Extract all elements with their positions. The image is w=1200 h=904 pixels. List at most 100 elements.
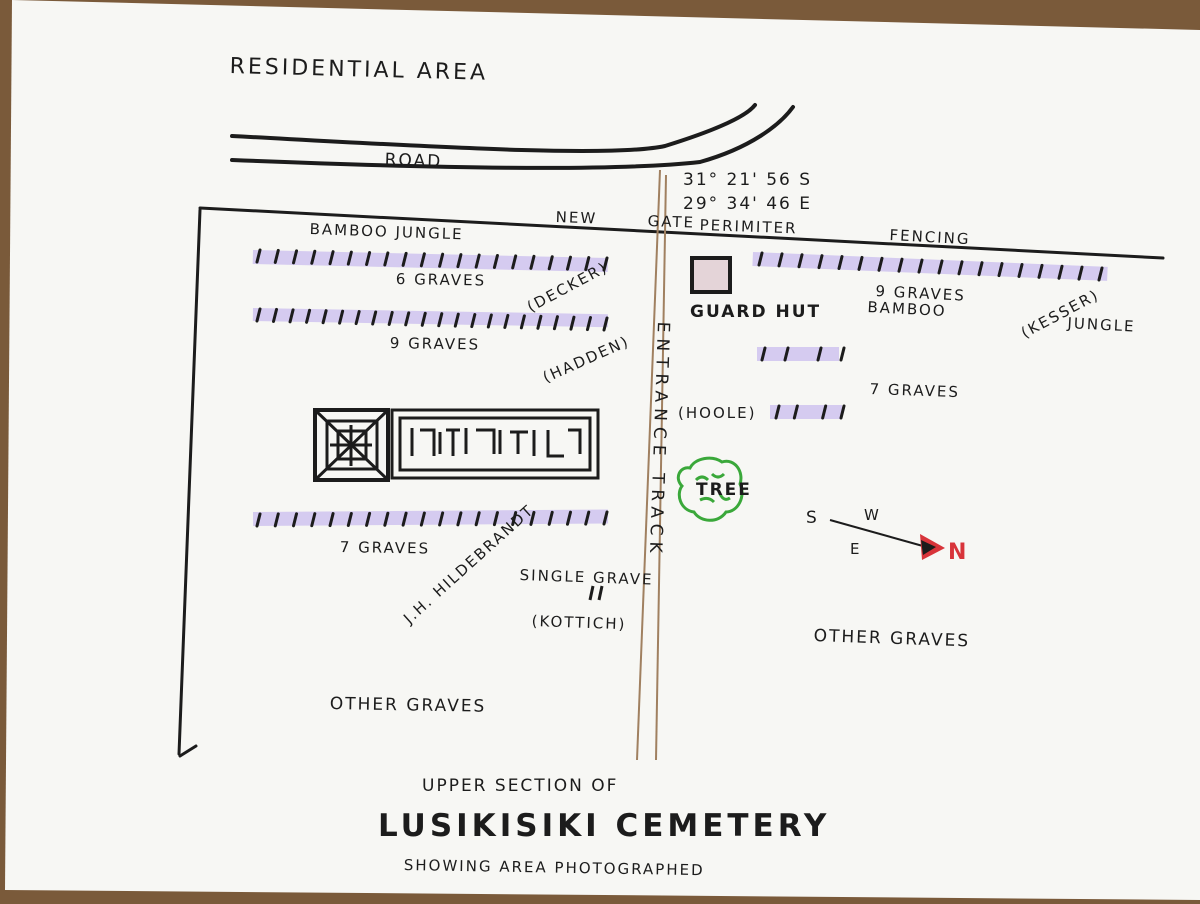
grave-mark	[419, 511, 426, 527]
grave-mark	[1017, 262, 1024, 278]
grave-mark	[585, 316, 592, 332]
grave-mark	[438, 511, 445, 527]
seven-graves-right-label: 7 GRAVES	[869, 380, 961, 402]
grave-mark	[383, 511, 390, 527]
grave-mark	[529, 510, 536, 526]
grave-mark	[839, 404, 846, 420]
road-label: ROAD	[384, 150, 443, 172]
entrance-track	[636, 169, 667, 761]
grave-mark	[957, 260, 964, 276]
grave-mark	[602, 316, 609, 332]
grave-mark	[255, 248, 262, 264]
fence-label-gate: GATE	[647, 212, 696, 232]
grave-mark	[857, 255, 864, 271]
grave-mark	[783, 346, 790, 362]
grave-mark	[977, 261, 984, 277]
fence-label-perimiter: PERIMITER	[699, 216, 798, 238]
grave-mark	[816, 346, 823, 362]
grave-mark	[602, 510, 609, 526]
grave-mark	[997, 262, 1004, 278]
grave-mark	[474, 253, 481, 269]
grave-mark	[346, 511, 353, 527]
north-arrow-icon	[829, 519, 945, 560]
compass-w-label: W	[864, 506, 881, 524]
grave-mark	[273, 248, 280, 264]
coordinate-latitude: 31° 21' 56 S	[683, 170, 813, 190]
grave-mark	[584, 256, 591, 272]
grave-tick-marks	[255, 248, 1104, 528]
grave-mark	[511, 254, 518, 270]
grave-mark	[470, 313, 477, 329]
grave-mark	[1097, 266, 1104, 282]
grave-mark	[792, 404, 799, 420]
grave-mark	[310, 249, 317, 265]
grave-mark	[552, 315, 559, 331]
grave-mark	[917, 258, 924, 274]
crossed-square-icon	[313, 408, 390, 482]
paper-sheet	[5, 0, 1200, 900]
grave-mark	[760, 346, 767, 362]
grave-mark	[305, 308, 312, 324]
kottich-label: (KOTTICH)	[531, 612, 627, 634]
grave-mark	[821, 404, 828, 420]
grave-mark	[354, 310, 361, 326]
grave-mark	[453, 312, 460, 328]
road	[230, 103, 795, 170]
grave-mark	[503, 313, 510, 329]
grave-mark	[437, 312, 444, 328]
grave-mark	[346, 250, 353, 266]
grave-mark	[365, 511, 372, 527]
grave-mark	[365, 251, 372, 267]
grave-mark	[1037, 263, 1044, 279]
grave-mark	[547, 510, 554, 526]
six-graves-label: 6 GRAVES	[395, 270, 487, 290]
grave-mark	[511, 511, 518, 527]
tree-label: TREE	[696, 480, 752, 500]
nine-graves-left-label: 9 GRAVES	[389, 334, 481, 354]
compass-s-label: S	[806, 508, 819, 528]
grave-mark	[321, 309, 328, 325]
jungle-right-label: JUNGLE	[1067, 314, 1137, 336]
hut-square-icon	[690, 256, 732, 294]
grave-mark	[383, 251, 390, 267]
grave-mark	[328, 250, 335, 266]
grave-mark	[401, 251, 408, 267]
grave-mark	[371, 310, 378, 326]
grave-mark	[338, 309, 345, 325]
seven-graves-left-label: 7 GRAVES	[339, 538, 431, 558]
grave-mark	[774, 404, 781, 420]
grave-mark	[797, 253, 804, 269]
grave-mark	[777, 252, 784, 268]
grave-mark	[328, 512, 335, 528]
grave-mark	[536, 314, 543, 330]
grave-mark	[310, 512, 317, 528]
grave-mark	[420, 311, 427, 327]
single-grave-marks	[588, 585, 604, 601]
grave-mark	[1057, 264, 1064, 280]
grave-mark	[1077, 265, 1084, 281]
grave-mark	[529, 254, 536, 270]
tree-icon	[676, 456, 744, 522]
grave-mark	[602, 256, 609, 272]
grave-mark	[419, 252, 426, 268]
grave-mark	[273, 512, 280, 528]
guard-hut-label: GUARD HUT	[690, 302, 822, 322]
grave-mark	[877, 256, 884, 272]
grave-mark	[565, 510, 572, 526]
grave-mark	[456, 511, 463, 527]
grave-mark	[897, 257, 904, 273]
cemetery-title: LUSIKISIKI CEMETERY	[378, 808, 831, 844]
grave-mark	[255, 512, 262, 528]
grave-mark	[584, 510, 591, 526]
grave-mark	[404, 311, 411, 327]
grave-mark	[817, 254, 824, 270]
fence-label-new: NEW	[555, 208, 598, 228]
grave-mark	[438, 252, 445, 268]
grave-mark	[492, 511, 499, 527]
grave-mark	[255, 307, 262, 323]
compass-n-label: N	[948, 540, 969, 565]
grave-mark	[937, 259, 944, 275]
grave-mark	[387, 310, 394, 326]
grave-mark	[456, 253, 463, 269]
